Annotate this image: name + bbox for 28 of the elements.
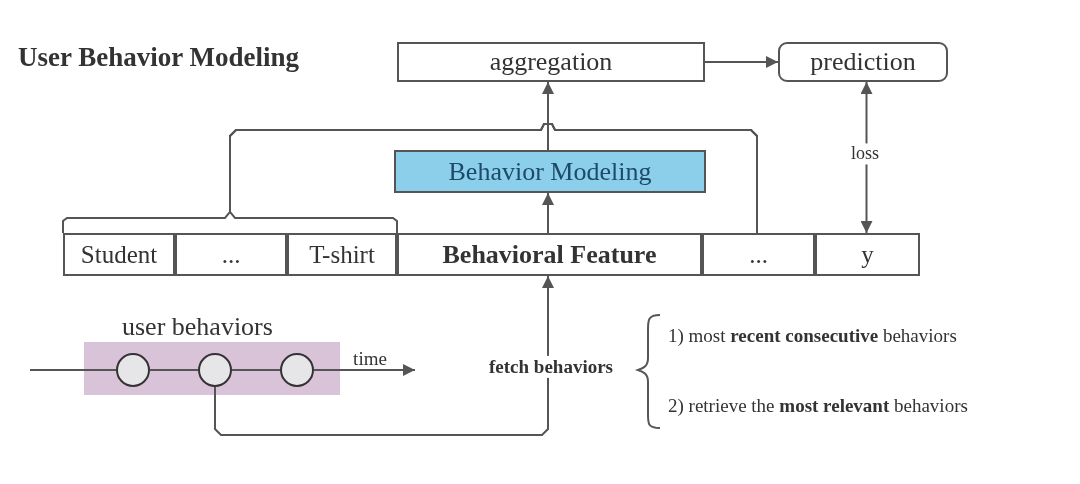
connector-line: [29, 369, 117, 371]
feature-cell: Behavioral Feature: [397, 233, 702, 276]
note-text: 2) retrieve the most relevant behaviors: [668, 395, 968, 417]
behavior-circle: [280, 353, 314, 387]
connector-line: [229, 123, 758, 234]
edge-label: time: [352, 347, 388, 370]
arrow: [704, 56, 779, 68]
note-text: 1) most recent consecutive behaviors: [668, 325, 957, 347]
process-box: aggregation: [397, 42, 705, 82]
feature-cell: y: [815, 233, 920, 276]
feature-cell: ...: [175, 233, 287, 276]
diagram-title: User Behavior Modeling: [18, 42, 299, 73]
arrow: [214, 275, 554, 436]
arrow: [542, 81, 554, 151]
arrow: [542, 192, 554, 234]
model-box: Behavior Modeling: [394, 150, 706, 193]
arrow: [313, 364, 416, 376]
connector-line: [231, 369, 281, 371]
behavior-circle: [116, 353, 150, 387]
behavior-circle: [198, 353, 232, 387]
connector-line: [149, 369, 199, 371]
feature-cell: T-shirt: [287, 233, 397, 276]
feature-cell: ...: [702, 233, 815, 276]
feature-cell: Student: [63, 233, 175, 276]
edge-label: fetch behaviors: [487, 355, 615, 378]
band-heading: user behaviors: [122, 312, 273, 342]
output-box: prediction: [778, 42, 948, 82]
edge-label: loss: [849, 143, 881, 165]
